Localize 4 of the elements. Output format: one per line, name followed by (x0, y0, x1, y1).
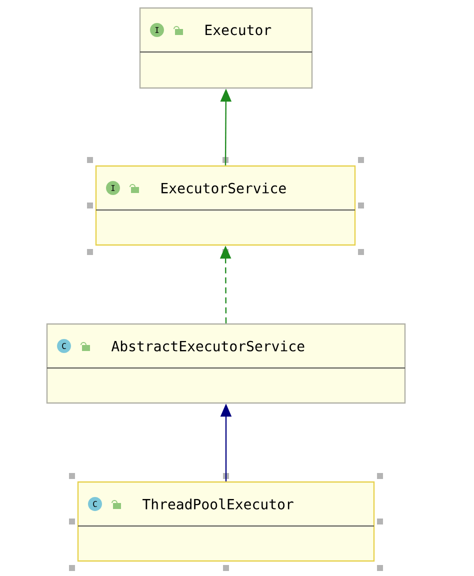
class-badge: C (57, 339, 71, 353)
class-badge: I (106, 181, 120, 195)
class-badge: I (150, 23, 164, 37)
class-badge: C (88, 497, 102, 511)
